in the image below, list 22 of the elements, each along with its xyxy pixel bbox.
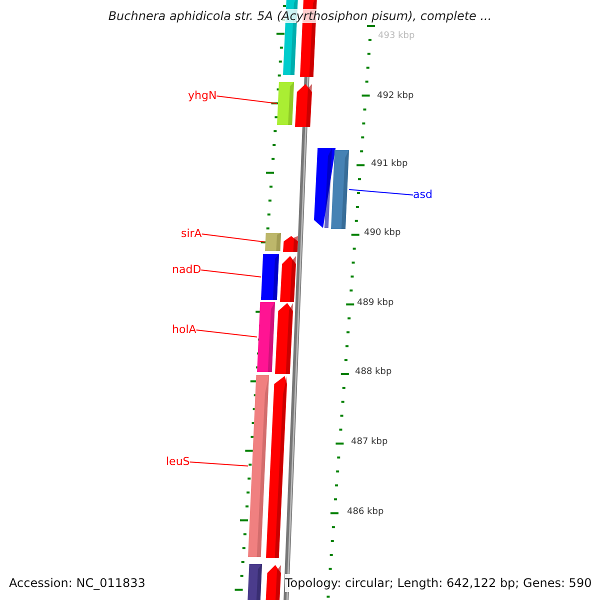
scale-label: 492 kbp — [377, 90, 414, 103]
scale-label: 487 kbp — [351, 436, 388, 449]
scale-label: 490 kbp — [364, 227, 401, 240]
gene-label: holA — [172, 323, 196, 337]
leader-line — [200, 270, 262, 278]
leader-line — [348, 189, 414, 196]
leader-line — [196, 330, 258, 338]
accession-text: Accession: NC_011833 — [9, 575, 146, 592]
leader-line — [189, 462, 248, 466]
gene-label: nadD — [172, 263, 202, 277]
scale-label: 493 kbp — [378, 30, 415, 43]
scale-label: 488 kbp — [355, 366, 392, 379]
scale-label: 486 kbp — [347, 506, 384, 519]
genome-info-text: Topology: circular; Length: 642,122 bp; Genes: 590 — [285, 574, 592, 592]
gene-label: yhgN — [188, 89, 217, 103]
gene-label: sirA — [181, 227, 202, 241]
scale-label: 491 kbp — [371, 158, 408, 171]
scale-label: 489 kbp — [357, 297, 394, 310]
leader-line — [201, 234, 266, 242]
gene-label: leuS — [166, 455, 190, 469]
gene-label: asd — [413, 188, 432, 202]
leader-line — [216, 96, 278, 104]
